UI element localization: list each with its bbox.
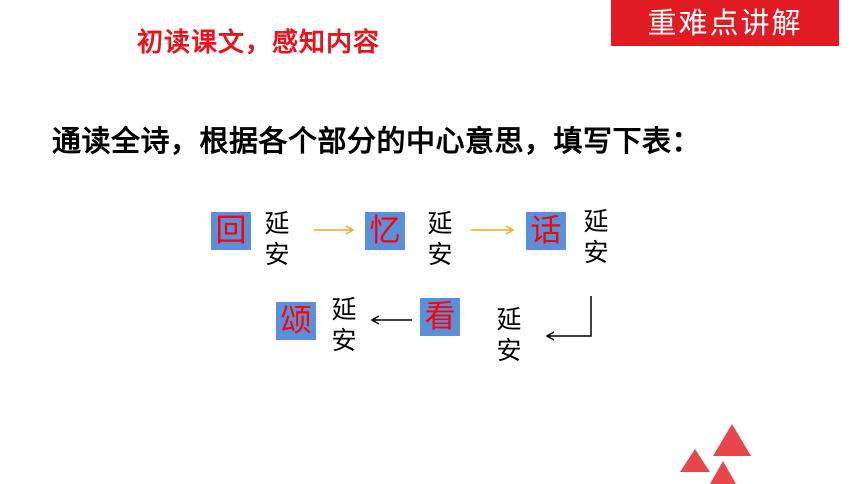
object-char-bottom: 安: [264, 240, 290, 269]
object-char-bottom: 安: [331, 326, 357, 355]
triangle-icon: [680, 449, 710, 472]
arrow-right-1: [314, 225, 355, 235]
verb-box-2: 忆: [365, 212, 405, 250]
object-text-6: 延 安: [329, 294, 359, 356]
arrow-left-1: [370, 315, 412, 325]
triangle-icon: [713, 424, 751, 456]
object-char-bottom: 安: [496, 336, 522, 365]
instruction-text: 通读全诗，根据各个部分的中心意思，填写下表：: [52, 124, 702, 158]
object-char-bottom: 安: [427, 240, 453, 269]
object-char-top: 延: [583, 207, 609, 236]
object-char-top: 延: [427, 209, 453, 238]
object-text-4: 延 安: [494, 304, 524, 366]
verb-box-5: 看: [420, 298, 460, 336]
verb-box-1: 回: [211, 212, 251, 250]
object-text-3: 延 安: [581, 206, 611, 268]
section-badge: 重难点讲解: [611, 0, 839, 46]
verb-box-6: 颂: [276, 302, 316, 340]
object-char-top: 延: [496, 305, 522, 334]
object-text-2: 延 安: [425, 208, 455, 270]
verb-box-3: 话: [526, 212, 566, 250]
object-char-top: 延: [264, 209, 290, 238]
arrow-right-2: [471, 225, 515, 235]
arrow-elbow-left: [545, 296, 592, 341]
object-char-bottom: 安: [583, 238, 609, 267]
object-text-1: 延 安: [262, 208, 292, 270]
triangle-icon: [710, 461, 736, 484]
object-char-top: 延: [331, 295, 357, 324]
section-title: 初读课文，感知内容: [137, 28, 381, 58]
